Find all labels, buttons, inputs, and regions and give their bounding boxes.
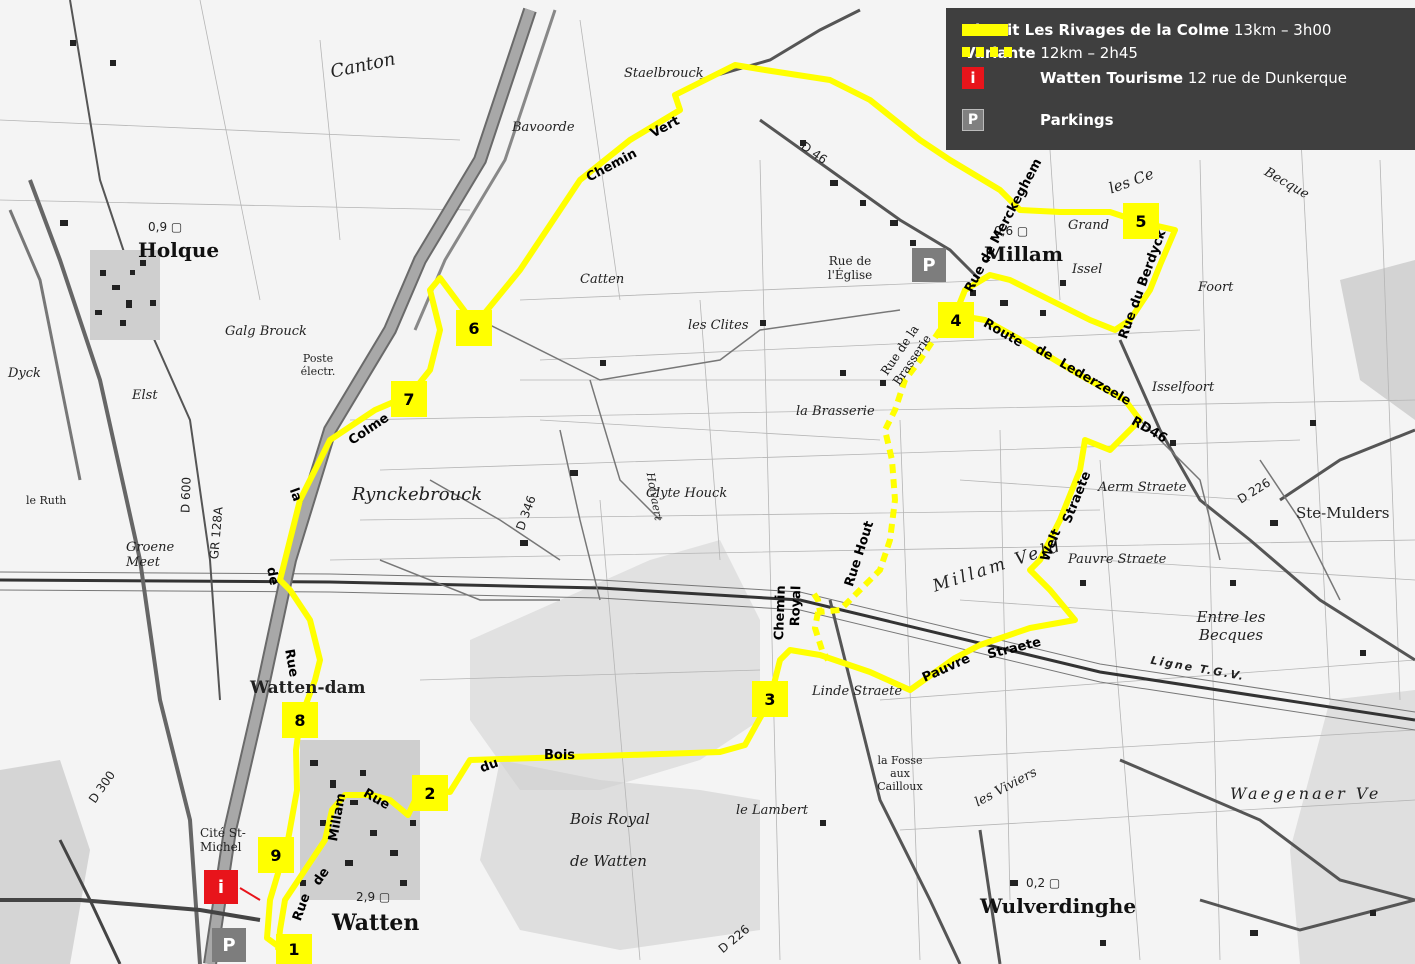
waypoint-8[interactable]: 8 — [282, 702, 318, 738]
place-holque: Holque — [138, 238, 220, 262]
place-isselfoort: Isselfoort — [1152, 380, 1215, 395]
place-wulverdinghe: Wulverdinghe — [980, 894, 1137, 918]
hill-shading-sw — [0, 760, 90, 964]
hill-shading-se — [1290, 690, 1415, 964]
waypoint-2[interactable]: 2 — [412, 775, 448, 811]
parking-marker-millam[interactable]: P — [912, 248, 946, 282]
legend-circuit-detail: 13km – 3h00 — [1233, 21, 1332, 39]
label-rue-du-bois-3: Bois — [544, 748, 576, 763]
railway-lines — [0, 571, 1415, 731]
place-dyck: Dyck — [8, 366, 41, 381]
place-la-brasserie: la Brasserie — [796, 404, 875, 419]
place-staelbrouck: Staelbrouck — [624, 66, 704, 81]
hill-shading — [470, 540, 760, 790]
place-bavoorde: Bavoorde — [512, 120, 575, 135]
label-rue-colme-2: de — [263, 566, 282, 587]
parking-marker-watten[interactable]: P — [212, 928, 246, 962]
pop-watten: 2,9 ▢ — [356, 890, 391, 904]
hill-shading-east — [1340, 260, 1415, 420]
legend-tourisme-name: Watten Tourisme — [1040, 69, 1184, 87]
place-aerm-straete: Aerm Straete — [1098, 480, 1187, 495]
main-route — [264, 62, 1178, 958]
legend-row-tourisme: i Watten Tourisme 12 rue de Dunkerque — [946, 66, 1347, 90]
label-chemin-royal-1: Chemin — [772, 585, 789, 641]
waypoint-6[interactable]: 6 — [456, 310, 492, 346]
waypoint-7[interactable]: 7 — [391, 381, 427, 417]
place-rue-eglise: Rue de l'Église — [827, 254, 873, 282]
place-les-clites: les Clites — [688, 318, 749, 333]
minor-roads — [379, 309, 1341, 601]
legend-row-circuit: Circuit Les Rivages de la Colme 13km – 3… — [946, 18, 1331, 42]
parking-icon: P — [962, 109, 984, 131]
waypoint-3[interactable]: 3 — [752, 681, 788, 717]
legend-row-parkings: P Parkings — [946, 108, 1114, 132]
place-cite-st-michel: Cité St-Michel — [200, 826, 246, 854]
waypoint-1[interactable]: 1 — [276, 934, 312, 964]
place-foort: Foort — [1198, 280, 1234, 295]
label-chemin-royal-2: Royal — [788, 585, 805, 627]
hill-shading-south — [480, 760, 760, 950]
place-pauvre-straete: Pauvre Straete — [1068, 552, 1167, 567]
legend-circuit-name: Circuit Les Rivages de la Colme — [964, 21, 1230, 39]
info-icon: i — [962, 67, 984, 89]
info-pointer-line — [239, 887, 261, 901]
buildings — [60, 40, 1376, 946]
place-galg-brouck: Galg Brouck — [225, 324, 307, 339]
place-entre-les-becques: Entre les Becques — [1196, 608, 1266, 644]
place-watten: Watten — [332, 910, 420, 936]
pop-wulverdinghe: 0,2 ▢ — [1026, 876, 1061, 890]
place-rynckebrouck: Rynckebrouck — [352, 484, 483, 505]
pop-holque: 0,9 ▢ — [148, 220, 183, 234]
legend-panel: Circuit Les Rivages de la Colme 13km – 3… — [946, 8, 1415, 150]
place-bois-royal: Bois Royal — [570, 810, 650, 828]
place-grand: Grand — [1068, 218, 1110, 233]
yellow-solid-line-icon — [962, 24, 1008, 36]
waypoint-9[interactable]: 9 — [258, 837, 294, 873]
place-poste-electr: Poste électr. — [300, 352, 336, 378]
place-la-fosse: la Fosse aux Cailloux — [877, 754, 923, 793]
place-clyte-houck: Clyte Houck — [646, 486, 728, 501]
legend-tourisme-detail: 12 rue de Dunkerque — [1187, 69, 1347, 87]
place-ste-mulders: Ste-Mulders — [1296, 504, 1390, 522]
pop-millam: 0,6 ▢ — [994, 224, 1029, 238]
place-issel: Issel — [1072, 262, 1103, 277]
yellow-dashed-line-icon — [962, 47, 1012, 57]
road-d600: D 600 — [178, 476, 194, 514]
place-groene-meet: Groene Meet — [126, 540, 175, 570]
place-le-lambert: le Lambert — [736, 803, 809, 818]
place-catten: Catten — [580, 272, 625, 287]
place-le-ruth: le Ruth — [26, 494, 67, 507]
legend-variante-detail: 12km – 2h45 — [1040, 44, 1138, 62]
main-roads — [699, 8, 1415, 964]
info-marker-watten-tourisme[interactable]: i — [204, 870, 238, 904]
place-millam: Millam — [984, 242, 1064, 266]
place-waegenaer: Waegenaer Ve — [1230, 784, 1382, 803]
place-elst: Elst — [132, 388, 158, 403]
legend-row-variante: Variante 12km – 2h45 — [946, 41, 1138, 65]
waypoint-5[interactable]: 5 — [1123, 203, 1159, 239]
waypoint-4[interactable]: 4 — [938, 302, 974, 338]
legend-parkings-name: Parkings — [1040, 111, 1114, 129]
place-de-watten: de Watten — [570, 852, 647, 870]
place-watten-dam: Watten-dam — [250, 678, 366, 698]
place-linde-straete: Linde Straete — [812, 684, 903, 699]
